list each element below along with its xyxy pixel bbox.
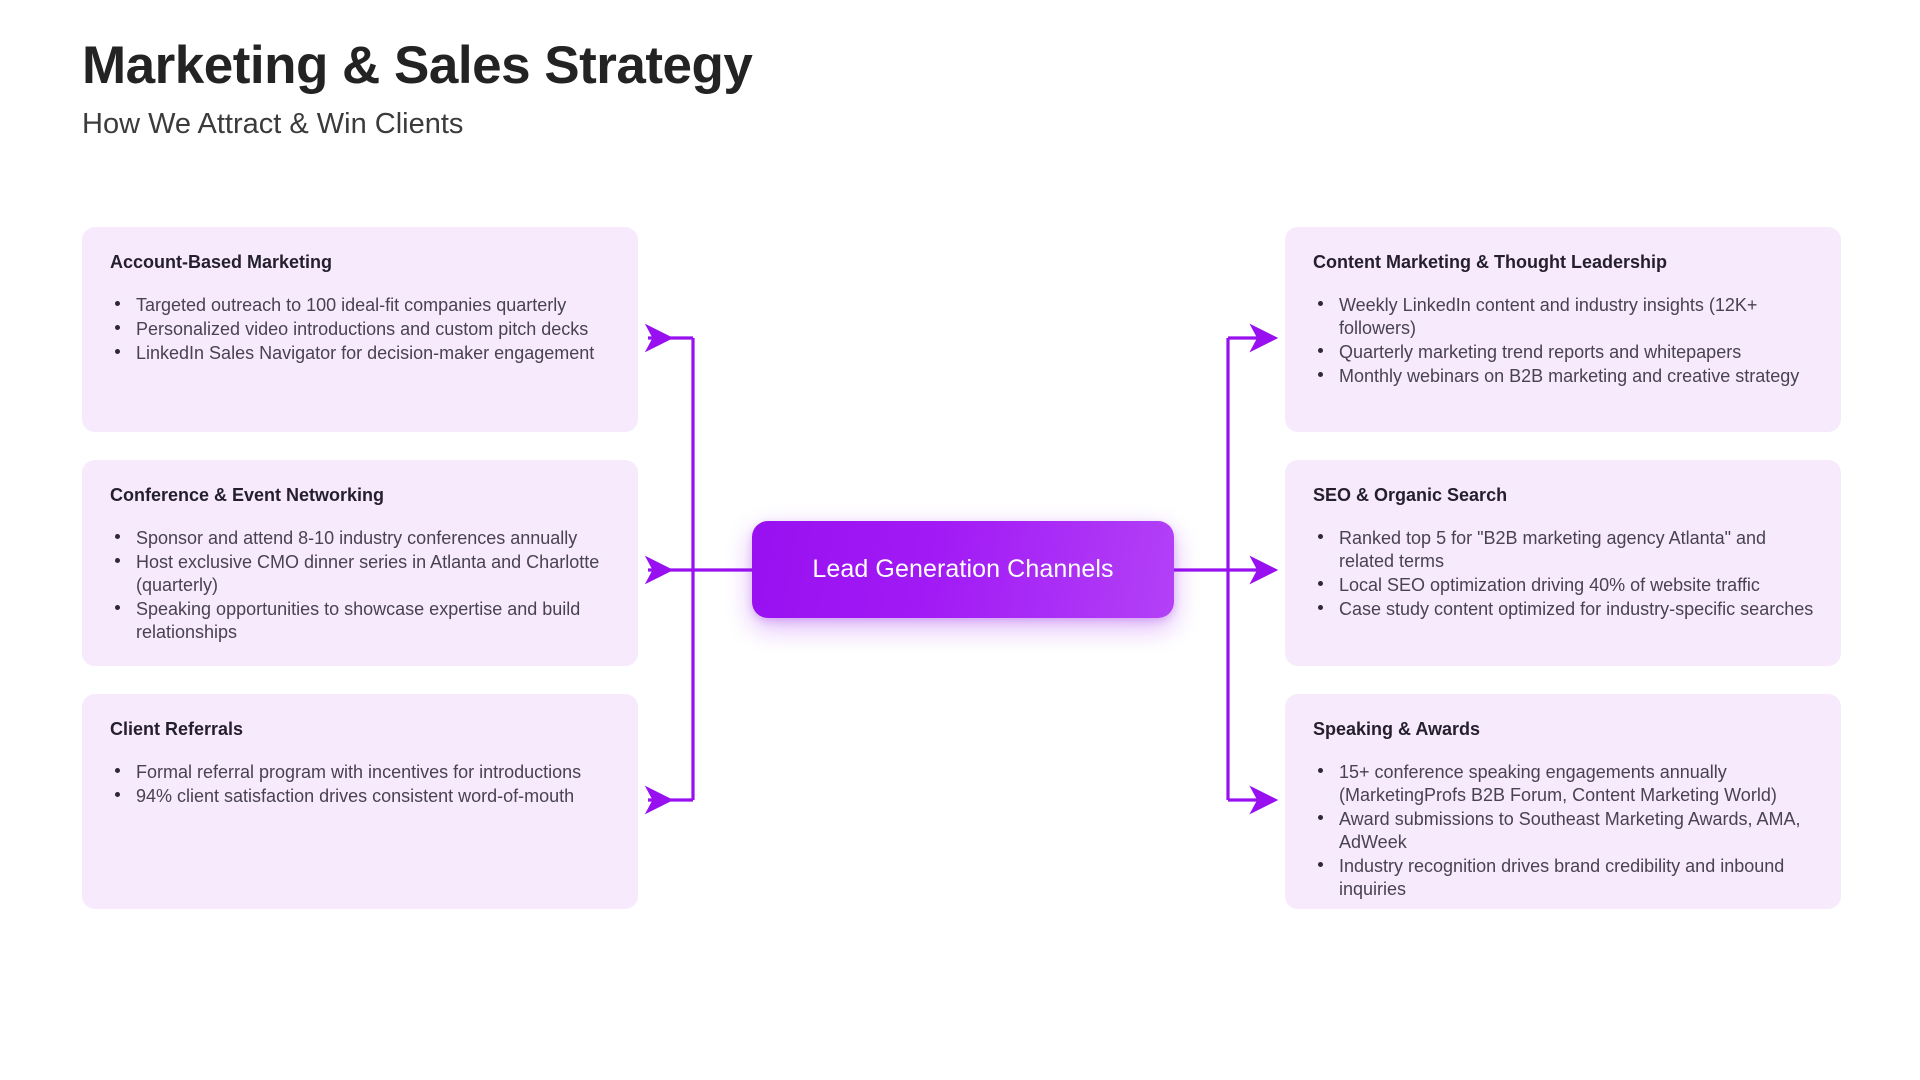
list-item: Monthly webinars on B2B marketing and cr… [1313,365,1815,388]
bullet-dot-icon [115,324,120,330]
list-item-text: Industry recognition drives brand credib… [1339,855,1785,899]
card-seo-organic-search[interactable]: SEO & Organic Search Ranked top 5 for "B… [1285,460,1841,666]
list-item: Targeted outreach to 100 ideal-fit compa… [110,294,612,317]
bullet-dot-icon [1318,533,1323,539]
list-item: Case study content optimized for industr… [1313,598,1815,621]
bullet-dot-icon [1318,814,1323,820]
bullet-dot-icon [115,557,120,563]
list-item: Personalized video introductions and cus… [110,318,612,341]
page-subtitle: How We Attract & Win Clients [82,108,464,141]
bullet-dot-icon [1318,604,1323,610]
list-item-text: Case study content optimized for industr… [1339,598,1814,619]
list-item-text: Formal referral program with incentives … [136,761,582,782]
list-item: 94% client satisfaction drives consisten… [110,785,612,808]
list-item: Host exclusive CMO dinner series in Atla… [110,551,612,597]
bullet-dot-icon [115,533,120,539]
list-item-text: Monthly webinars on B2B marketing and cr… [1339,365,1800,386]
card-bullet-list: 15+ conference speaking engagements annu… [1313,761,1815,901]
bullet-dot-icon [1318,580,1323,586]
list-item-text: Speaking opportunities to showcase exper… [136,598,581,642]
card-bullet-list: Sponsor and attend 8-10 industry confere… [110,527,612,644]
card-conference-event-networking[interactable]: Conference & Event Networking Sponsor an… [82,460,638,666]
card-content-marketing-thought-leadership[interactable]: Content Marketing & Thought Leadership W… [1285,227,1841,432]
list-item: Ranked top 5 for "B2B marketing agency A… [1313,527,1815,573]
list-item-text: Ranked top 5 for "B2B marketing agency A… [1339,527,1767,571]
list-item: Industry recognition drives brand credib… [1313,855,1815,901]
bullet-dot-icon [115,300,120,306]
bullet-dot-icon [1318,300,1323,306]
list-item-text: 15+ conference speaking engagements annu… [1339,761,1777,805]
list-item-text: Personalized video introductions and cus… [136,318,589,339]
list-item: LinkedIn Sales Navigator for decision-ma… [110,342,612,365]
list-item: Weekly LinkedIn content and industry ins… [1313,294,1815,340]
card-title: Client Referrals [110,719,244,739]
bullet-dot-icon [1318,861,1323,867]
card-title: Speaking & Awards [1313,719,1481,739]
bullet-dot-icon [1318,371,1323,377]
card-account-based-marketing[interactable]: Account-Based Marketing Targeted outreac… [82,227,638,432]
list-item-text: Weekly LinkedIn content and industry ins… [1339,294,1758,338]
bullet-dot-icon [115,791,120,797]
list-item: Formal referral program with incentives … [110,761,612,784]
list-item-text: LinkedIn Sales Navigator for decision-ma… [136,342,595,363]
central-node[interactable]: Lead Generation Channels [752,521,1174,618]
bullet-dot-icon [1318,767,1323,773]
list-item: Local SEO optimization driving 40% of we… [1313,574,1815,597]
list-item-text: Host exclusive CMO dinner series in Atla… [136,551,600,595]
list-item: Sponsor and attend 8-10 industry confere… [110,527,612,550]
card-title: SEO & Organic Search [1313,485,1508,505]
list-item: Award submissions to Southeast Marketing… [1313,808,1815,854]
list-item: Speaking opportunities to showcase exper… [110,598,612,644]
list-item-text: Targeted outreach to 100 ideal-fit compa… [136,294,567,315]
central-node-label: Lead Generation Channels [812,555,1114,583]
bullet-dot-icon [115,604,120,610]
list-item: 15+ conference speaking engagements annu… [1313,761,1815,807]
card-title: Account-Based Marketing [110,252,333,272]
bullet-dot-icon [1318,347,1323,353]
card-title: Conference & Event Networking [110,485,385,505]
card-client-referrals[interactable]: Client Referrals Formal referral program… [82,694,638,909]
card-title: Content Marketing & Thought Leadership [1313,252,1667,272]
list-item-text: Local SEO optimization driving 40% of we… [1339,574,1760,595]
list-item: Quarterly marketing trend reports and wh… [1313,341,1815,364]
card-speaking-awards[interactable]: Speaking & Awards 15+ conference speakin… [1285,694,1841,909]
slide-header: Marketing & Sales Strategy How We Attrac… [82,36,753,142]
card-bullet-list: Formal referral program with incentives … [110,761,612,808]
list-item-text: Award submissions to Southeast Marketing… [1339,808,1801,852]
list-item-text: 94% client satisfaction drives consisten… [136,785,575,806]
bullet-dot-icon [115,767,120,773]
card-bullet-list: Targeted outreach to 100 ideal-fit compa… [110,294,612,365]
card-bullet-list: Ranked top 5 for "B2B marketing agency A… [1313,527,1815,621]
list-item-text: Quarterly marketing trend reports and wh… [1339,341,1742,362]
bullet-dot-icon [115,348,120,354]
list-item-text: Sponsor and attend 8-10 industry confere… [136,527,578,548]
card-bullet-list: Weekly LinkedIn content and industry ins… [1313,294,1815,388]
page-title: Marketing & Sales Strategy [82,36,753,95]
